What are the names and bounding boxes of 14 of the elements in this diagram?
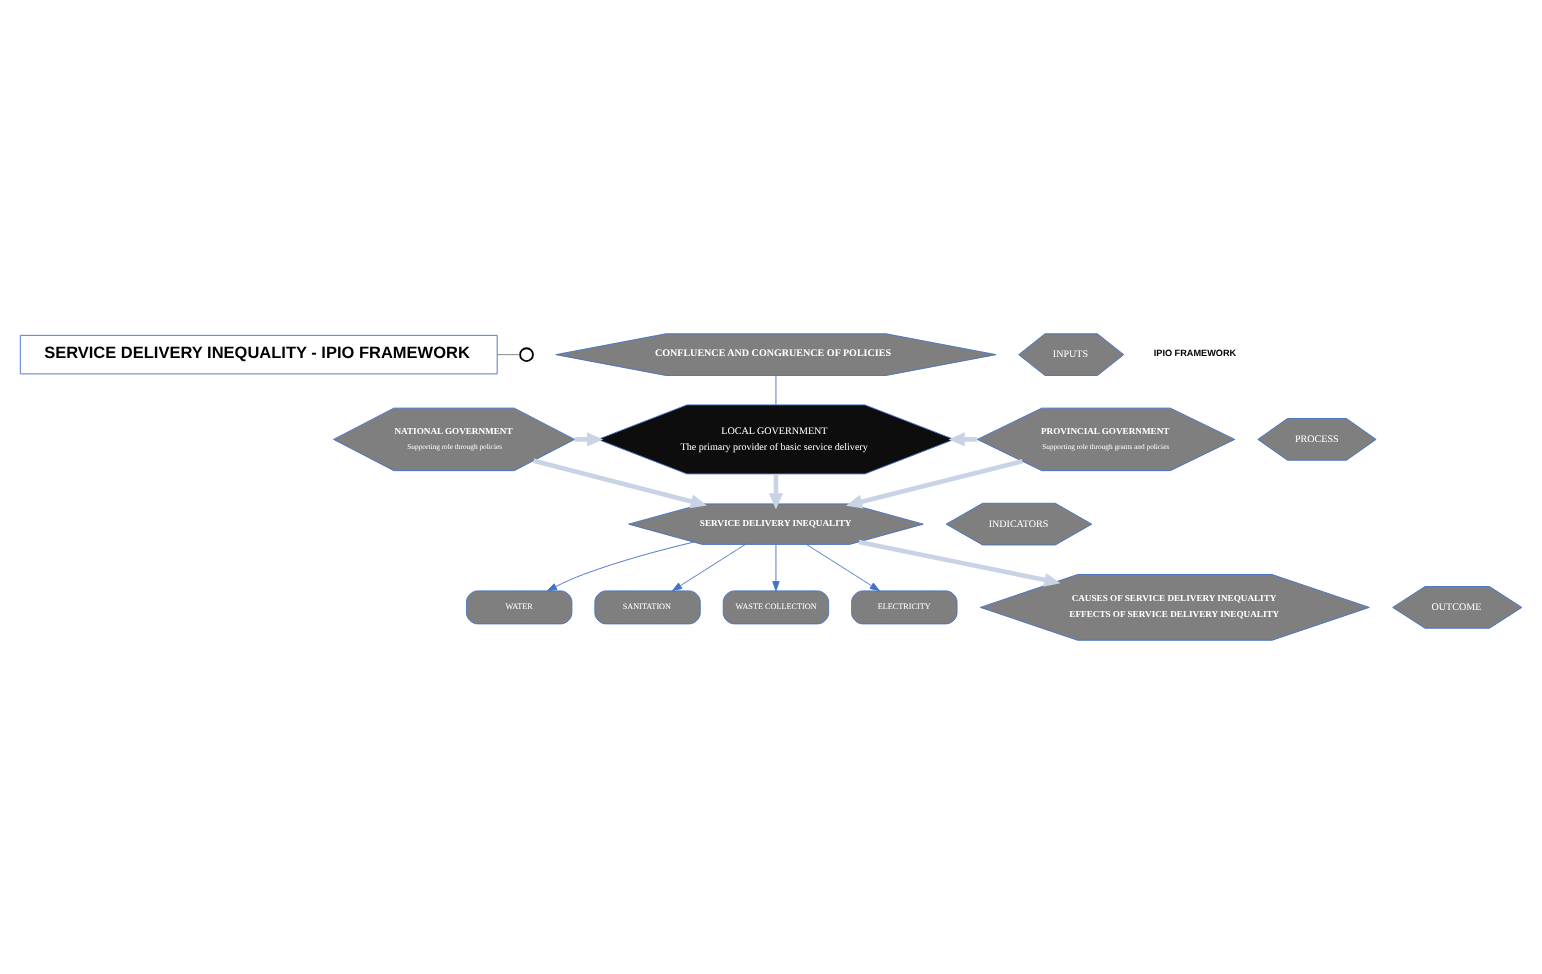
arrow	[948, 432, 978, 447]
arrow	[806, 544, 880, 592]
arrow	[768, 474, 784, 510]
node-box: SERVICE DELIVERY INEQUALITY - IPIO FRAMEWORK	[19, 334, 498, 375]
arrow	[845, 459, 1023, 509]
arrow	[672, 544, 746, 592]
connector	[496, 354, 521, 356]
arrow	[858, 539, 1061, 587]
node-circle	[519, 347, 534, 362]
arrow	[772, 544, 780, 592]
arrow	[574, 432, 604, 447]
arrow	[546, 541, 695, 592]
arrow	[533, 458, 707, 509]
connector	[775, 375, 777, 406]
